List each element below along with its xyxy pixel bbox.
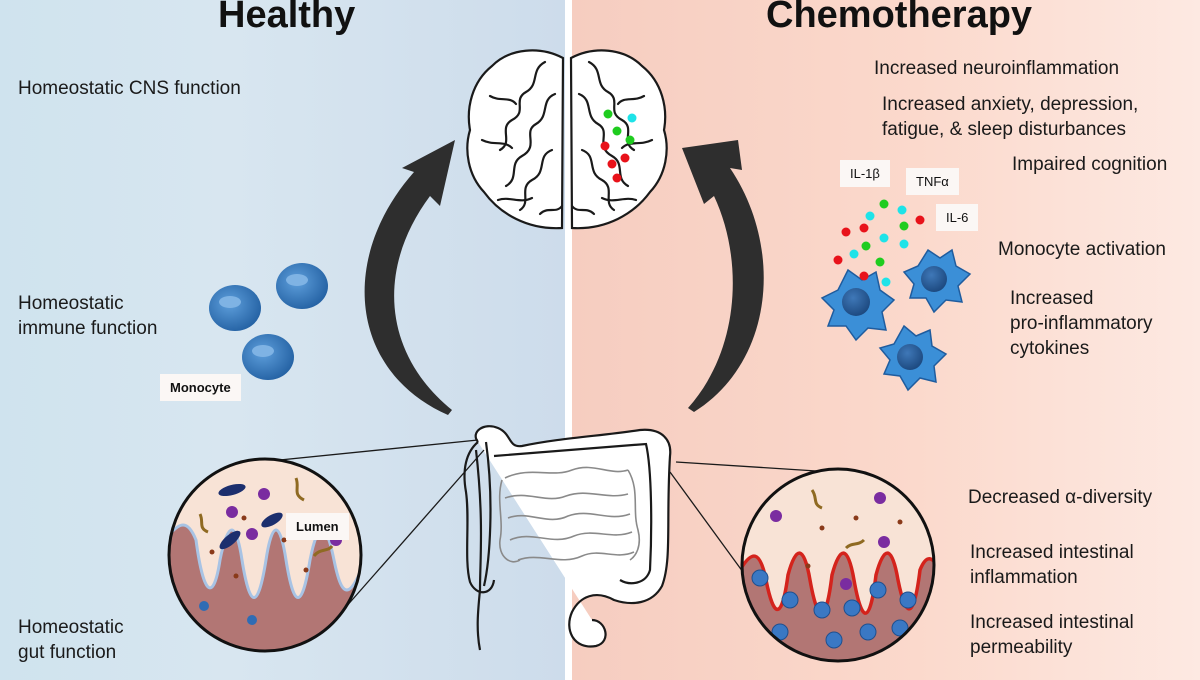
chemo-inflammation-line2: inflammation bbox=[970, 567, 1078, 588]
monocyte-label: Monocyte bbox=[160, 374, 241, 401]
chemo-cytokine-dots bbox=[833, 199, 925, 287]
intestine-illustration bbox=[463, 425, 672, 651]
chemo-cytokines-line2: pro-inflammatory bbox=[1010, 313, 1153, 334]
healthy-gut-line1: Homeostatic bbox=[18, 617, 124, 638]
tnfa-label: TNFα bbox=[906, 168, 959, 195]
chemo-diversity-text: Decreased α-diversity bbox=[968, 487, 1153, 508]
chemo-anxiety-line1: Increased anxiety, depression, bbox=[882, 94, 1139, 115]
chemo-monocyte-activation-text: Monocyte activation bbox=[998, 239, 1166, 260]
healthy-gut-line2: gut function bbox=[18, 642, 117, 663]
healthy-gut-bacteria bbox=[198, 477, 342, 625]
chemo-cognition-text: Impaired cognition bbox=[1012, 154, 1168, 175]
il6-label: IL-6 bbox=[936, 204, 979, 231]
chemo-neuroinflammation-text: Increased neuroinflammation bbox=[874, 58, 1120, 79]
chemo-permeability-line1: Increased intestinal bbox=[970, 612, 1134, 633]
healthy-immune-line2: immune function bbox=[18, 318, 158, 339]
healthy-gut-to-brain-arrow bbox=[364, 140, 455, 415]
chemo-permeability-line2: permeability bbox=[970, 637, 1073, 658]
healthy-immune-line1: Homeostatic bbox=[18, 293, 124, 314]
panel-divider bbox=[565, 0, 572, 680]
chemo-cytokines-line1: Increased bbox=[1010, 288, 1094, 309]
healthy-cns-text: Homeostatic CNS function bbox=[18, 78, 241, 99]
heading-healthy: Healthy bbox=[218, 0, 356, 36]
healthy-monocytes bbox=[209, 263, 328, 380]
healthy-gut-zoom-circle bbox=[167, 457, 363, 653]
chemo-gut-bacteria bbox=[770, 489, 903, 590]
chemo-inflammation-line1: Increased intestinal bbox=[970, 542, 1134, 563]
chemo-gut-zoom-circle bbox=[740, 467, 936, 663]
chemo-anxiety-line2: fatigue, & sleep disturbances bbox=[882, 119, 1126, 140]
lumen-label: Lumen bbox=[286, 513, 349, 540]
chemo-gut-to-brain-arrow bbox=[682, 140, 764, 412]
chemo-cytokines-line3: cytokines bbox=[1010, 338, 1090, 359]
heading-chemotherapy: Chemotherapy bbox=[766, 0, 1033, 36]
brain-cytokine-dots bbox=[600, 109, 637, 183]
chemo-activated-monocytes bbox=[820, 248, 972, 392]
il1b-label: IL-1β bbox=[840, 160, 890, 187]
chemo-gut-activated-monocytes bbox=[751, 569, 917, 649]
brain-illustration bbox=[466, 49, 668, 230]
